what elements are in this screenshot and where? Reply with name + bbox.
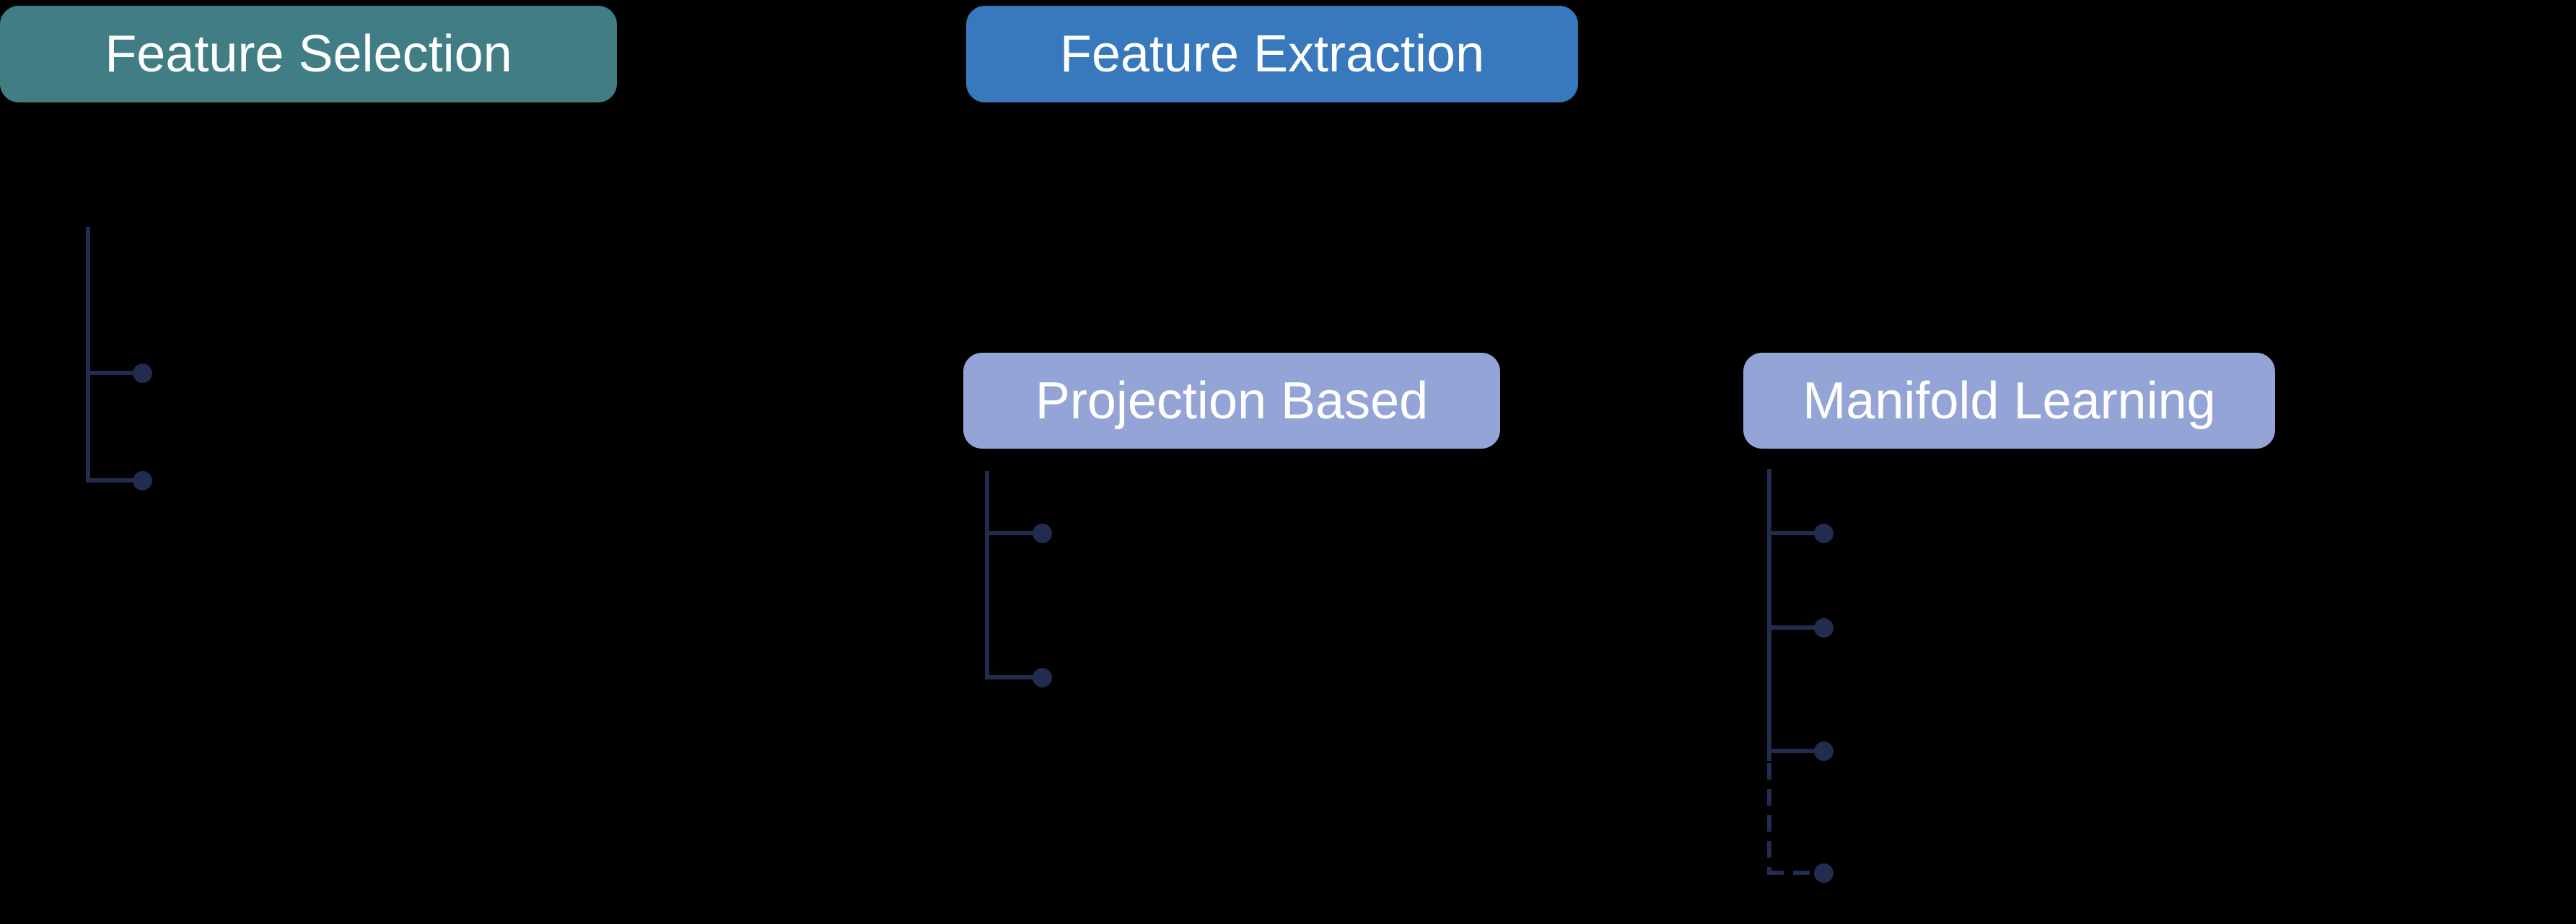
tree-branch-line [985,531,1035,535]
tree-branch-line [86,371,136,375]
tree-branch-dashed-line [1767,871,1816,875]
bullet-dot [1033,524,1052,543]
tree-branch-line [86,478,136,483]
subcategory-box-manifold-learning: Manifold Learning [1743,353,2275,449]
bullet-dot [1033,668,1052,687]
tree-branch-line [1767,625,1816,630]
bullet-dot [133,364,152,383]
tree-trunk-line [86,227,90,483]
category-box-feature-extraction: Feature Extraction [966,6,1578,102]
category-box-feature-selection: Feature Selection [0,6,617,102]
tree-branch-line [985,675,1035,679]
bullet-dot [133,471,152,490]
bullet-dot [1814,618,1834,638]
tree-branch-line [1767,749,1816,753]
feature-selection-label: Feature Selection [105,25,512,83]
feature-extraction-label: Feature Extraction [1059,25,1485,83]
tree-branch-line [1767,531,1816,535]
subcategory-box-projection-based: Projection Based [963,353,1500,449]
tree-trunk-line [985,471,989,679]
bullet-dot [1814,742,1834,761]
bullet-dot [1814,863,1834,883]
tree-trunk-line [1767,469,1771,761]
manifold-learning-label: Manifold Learning [1802,371,2216,430]
bullet-dot [1814,524,1834,543]
tree-trunk-dashed-line [1767,763,1771,875]
projection-based-label: Projection Based [1035,371,1429,430]
